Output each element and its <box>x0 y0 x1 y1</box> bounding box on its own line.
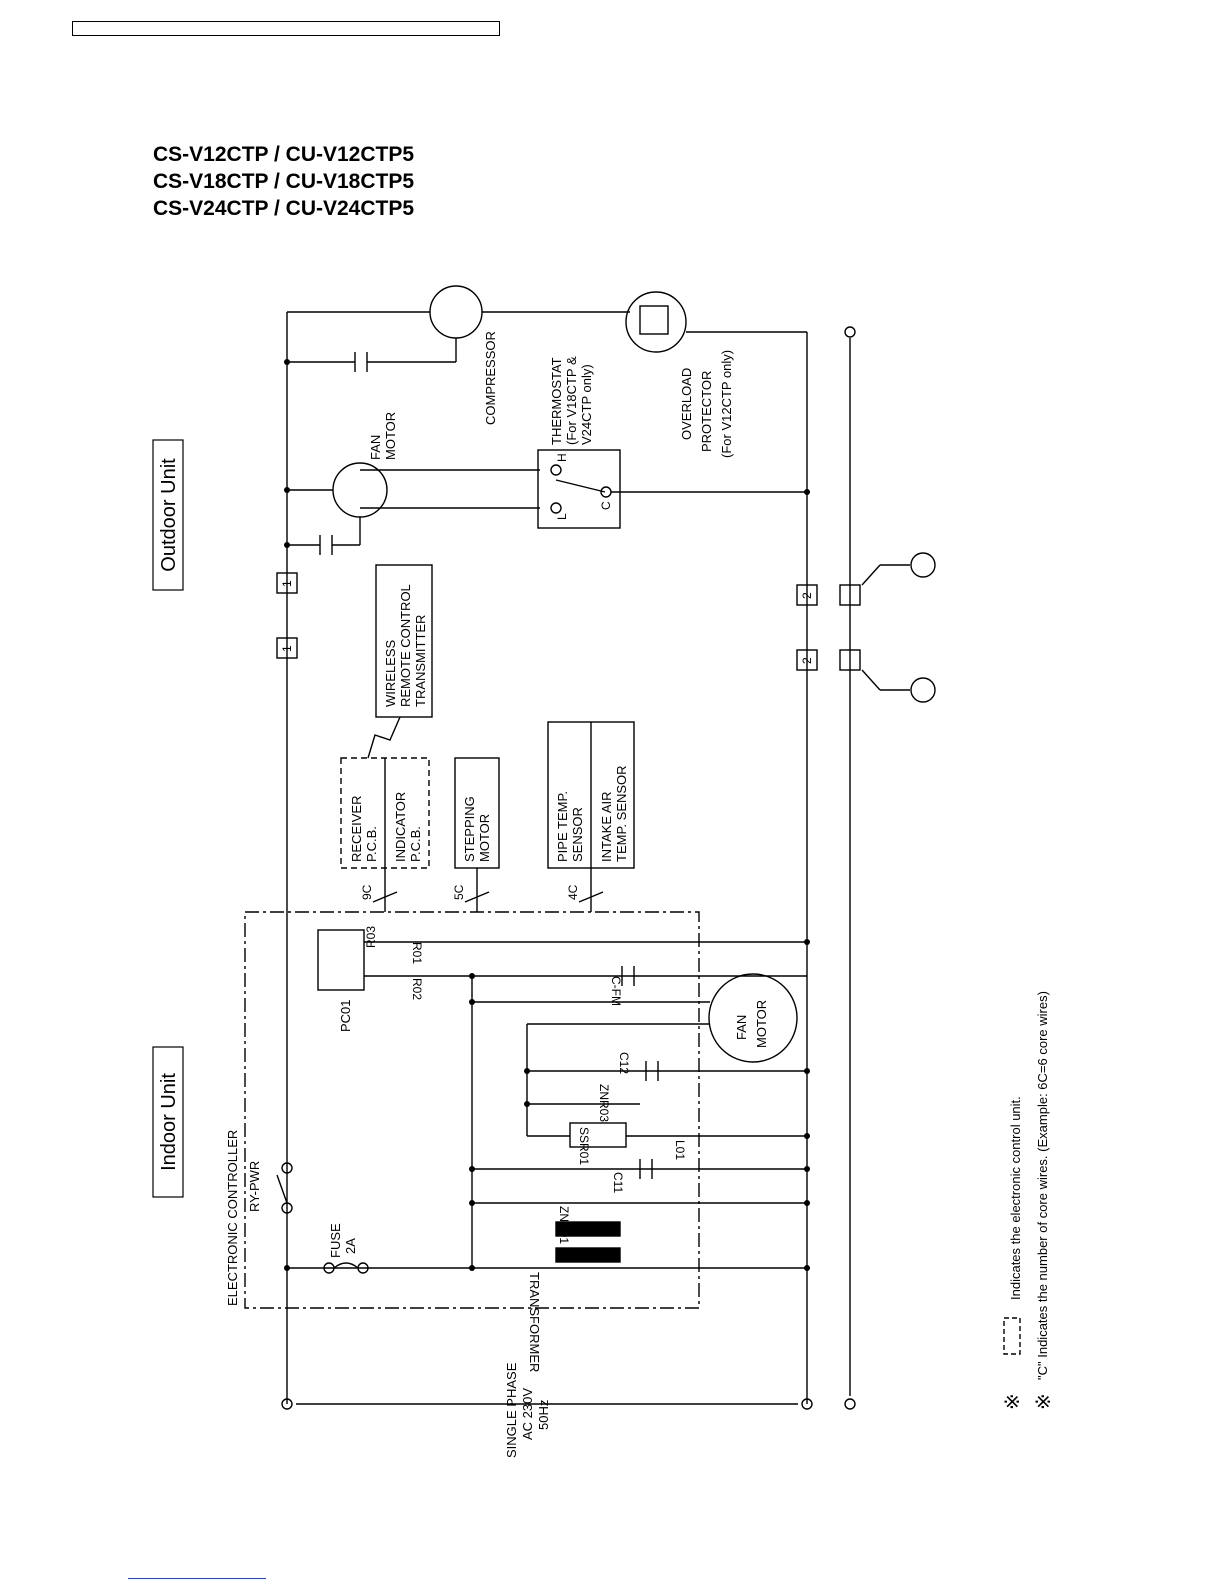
earth-icon <box>910 552 936 578</box>
earth-terminal-indoor <box>839 649 861 671</box>
wireless-label: REMOTE CONTROL <box>398 584 413 707</box>
page-header-box <box>72 21 500 36</box>
ry-pwr-label: RY-PWR <box>247 1161 262 1212</box>
znr03-label: ZNR03 <box>597 1084 611 1122</box>
fan-motor-indoor-label: FAN <box>734 1015 749 1040</box>
c11-label: C11 <box>611 1172 625 1193</box>
c12-label: C12 <box>617 1052 631 1074</box>
terminal-2-label: 2 <box>800 592 814 599</box>
earth-terminal-outdoor <box>839 584 861 606</box>
fan-motor-outdoor-label: MOTOR <box>383 412 398 460</box>
znr01-label: ZNR01 <box>557 1206 571 1244</box>
note-2: "C" Indicates the number of core wires. … <box>1035 991 1050 1380</box>
r02-label: R02 <box>410 978 424 1000</box>
thermostat-pin-l: L <box>555 513 569 520</box>
power-label: SINGLE PHASE <box>504 1362 519 1458</box>
thermostat-label: THERMOSTAT <box>549 357 564 445</box>
ssr01-symbol <box>569 1122 627 1148</box>
stepping-label: STEPPING <box>462 796 477 862</box>
model-line: CS-V18CTP / CU-V18CTP5 <box>153 170 415 193</box>
pipe-sensor-label: PIPE TEMP. <box>555 791 570 862</box>
thermostat-pin-h: H <box>555 453 569 462</box>
ssr01-label: SSR01 <box>577 1127 591 1165</box>
svg-text:Outdoor Unit: Outdoor Unit <box>158 458 180 572</box>
outdoor-unit-title: Outdoor Unit <box>152 439 184 591</box>
wireless-label: TRANSMITTER <box>413 615 428 707</box>
intake-sensor-label: TEMP. SENSOR <box>614 765 629 862</box>
thermostat-box <box>537 449 621 529</box>
transformer-label: TRANSFORMER <box>527 1272 542 1372</box>
footer-link[interactable] <box>128 1578 266 1579</box>
r01-label: R01 <box>410 942 424 964</box>
overload-label: PROTECTOR <box>699 371 714 452</box>
terminal-1-label: 1 <box>280 645 294 652</box>
model-line: CS-V12CTP / CU-V12CTP5 <box>153 143 415 166</box>
wireless-label: WIRELESS <box>383 639 398 707</box>
indicator-label: P.C.B. <box>408 826 423 862</box>
wireless-remote-box <box>375 564 433 718</box>
overload-label: OVERLOAD <box>679 368 694 440</box>
receiver-label: RECEIVER <box>349 796 364 862</box>
power-label: AC 230V <box>520 1388 535 1440</box>
transformer-core <box>555 1221 621 1237</box>
l01-label: L01 <box>673 1140 687 1160</box>
receiver-label: P.C.B. <box>364 826 379 862</box>
electronic-controller-boundary <box>244 911 700 1309</box>
terminal-2-indoor <box>796 649 818 671</box>
fan-motor-outdoor-symbol <box>332 462 388 518</box>
indicator-label: INDICATOR <box>393 792 408 862</box>
thermostat-label: V24CTP only) <box>579 364 594 445</box>
electronic-controller-label: ELECTRONIC CONTROLLER <box>225 1130 240 1306</box>
note-symbol: ※ <box>1002 1393 1024 1410</box>
thermostat-pin-c: C <box>599 501 613 510</box>
terminal-2-outdoor <box>796 584 818 606</box>
thermostat-label: (For V18CTP & <box>564 356 579 445</box>
terminal-2-label: 2 <box>800 657 814 664</box>
fan-motor-indoor-symbol <box>708 973 798 1063</box>
overload-protector-symbol <box>625 291 687 353</box>
power-label: 50Hz <box>536 1400 551 1430</box>
fuse-label: FUSE <box>328 1223 343 1258</box>
note-1: Indicates the electronic control unit. <box>1008 1096 1023 1300</box>
fuse-label: 2A <box>343 1238 358 1254</box>
model-line: CS-V24CTP / CU-V24CTP5 <box>153 197 415 220</box>
legend-symbol <box>1003 1317 1021 1355</box>
svg-text:Indoor Unit: Indoor Unit <box>158 1073 180 1171</box>
r03-label: R03 <box>364 926 378 948</box>
stepping-label: MOTOR <box>477 814 492 862</box>
terminal-1-indoor <box>276 637 298 659</box>
compressor-label: COMPRESSOR <box>483 331 498 425</box>
core-wire-5c: 5C <box>452 884 466 900</box>
core-wire-9c: 9C <box>360 884 374 900</box>
indoor-unit-title: Indoor Unit <box>152 1046 184 1198</box>
model-list: CS-V12CTP / CU-V12CTP5 CS-V18CTP / CU-V1… <box>153 141 414 222</box>
pc01-label: PC01 <box>338 999 353 1032</box>
terminal-1-label: 1 <box>280 580 294 587</box>
compressor-symbol <box>429 285 483 339</box>
note-symbol: ※ <box>1033 1393 1055 1410</box>
terminal-1-outdoor <box>276 572 298 594</box>
fan-motor-outdoor-label: FAN <box>368 435 383 460</box>
fan-motor-indoor-label: MOTOR <box>754 1000 769 1048</box>
pc01-symbol <box>317 929 365 991</box>
c-fm-label: C-FM <box>609 976 623 1006</box>
overload-label: (For V12CTP only) <box>719 350 734 458</box>
core-wire-4c: 4C <box>566 884 580 900</box>
intake-sensor-label: INTAKE AIR <box>599 791 614 862</box>
pipe-sensor-label: SENSOR <box>570 807 585 862</box>
earth-icon <box>910 677 936 703</box>
